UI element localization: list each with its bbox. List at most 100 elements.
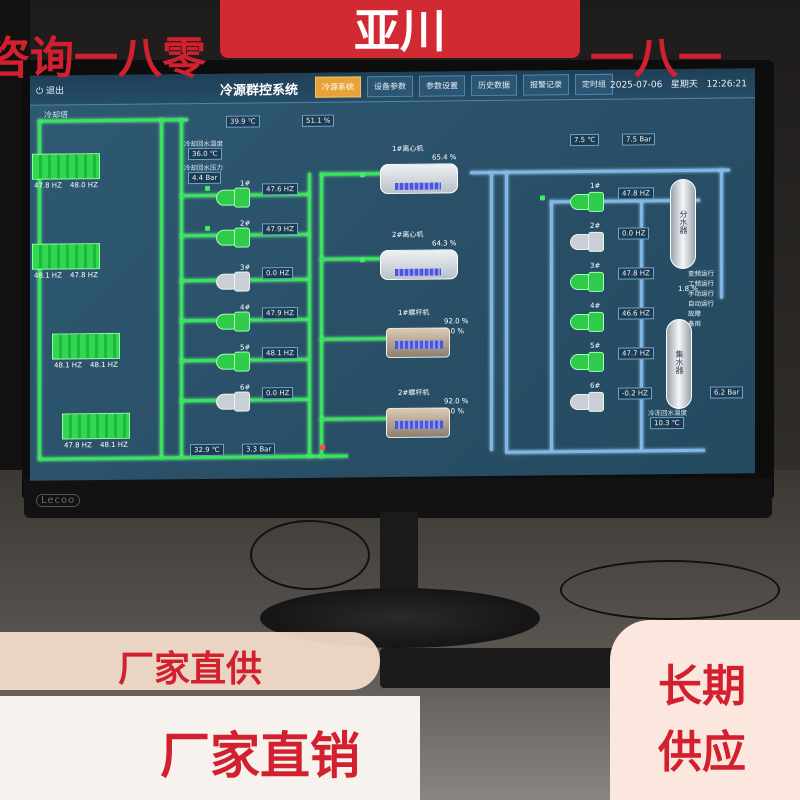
status-led <box>540 195 545 201</box>
pump-freq: 47.8 HZ <box>618 267 654 280</box>
outdoor-humidity: 51.1 % <box>302 114 335 127</box>
pump-name: 1# <box>590 181 601 190</box>
cable <box>560 560 780 620</box>
tower-freq: 47.8 HZ <box>64 441 92 450</box>
chw-supply-temp: 7.5 ℃ <box>570 133 600 147</box>
cooling-pump[interactable] <box>216 225 250 248</box>
status-legend: 变频运行 工频运行 手动运行 自动运行 故障 备用 <box>688 269 714 329</box>
status-led <box>205 225 210 231</box>
pump-freq: 0.0 HZ <box>618 227 650 240</box>
page-title: 冷源群控系统 <box>220 82 299 99</box>
chw-return-temp-label: 冷冻回水温度 <box>648 408 687 418</box>
status-led <box>360 172 365 178</box>
tab-bar: 冷源系统 设备参数 参数设置 历史数据 报警记录 定时组 <box>315 73 613 98</box>
pump-name: 5# <box>590 341 601 350</box>
brand-badge: 亚川 <box>220 0 580 58</box>
chw-pump[interactable] <box>570 270 604 292</box>
chw-pump[interactable] <box>570 230 604 252</box>
cooling-tower[interactable] <box>62 412 130 440</box>
chiller-load: 65.4 % <box>432 153 457 162</box>
chw-return-press: 6.2 Bar <box>710 386 744 399</box>
cooling-pump[interactable] <box>216 309 250 332</box>
tower-freq: 48.0 HZ <box>70 181 98 190</box>
pump-freq: 48.1 HZ <box>262 346 298 360</box>
legend-item: 自动运行 <box>688 299 714 308</box>
tank-label: 分水器 <box>679 209 688 234</box>
legend-item: 工频运行 <box>688 279 714 288</box>
pump-name: 4# <box>590 301 601 310</box>
centrifugal-chiller[interactable] <box>380 249 458 281</box>
chw-supply-press: 7.5 Bar <box>622 133 656 146</box>
pump-name: 3# <box>590 261 601 270</box>
pump-freq: 0.0 HZ <box>262 267 294 280</box>
promo-text-1: 厂家直供 <box>118 649 263 690</box>
pipe <box>38 118 188 123</box>
tab-history[interactable]: 历史数据 <box>471 74 517 97</box>
cooling-tower[interactable] <box>32 243 100 270</box>
chw-pump[interactable] <box>570 350 604 372</box>
outdoor-temp: 39.9 ℃ <box>226 115 260 128</box>
pipe <box>320 337 390 341</box>
chw-return-temp: 10.3 ℃ <box>650 416 684 430</box>
exit-label: 退出 <box>45 86 64 97</box>
cooling-tower[interactable] <box>52 332 120 360</box>
cooling-tower[interactable] <box>32 153 100 180</box>
tab-cold-source[interactable]: 冷源系统 <box>315 76 361 98</box>
cooling-pump[interactable] <box>216 185 250 208</box>
pump-freq: 47.7 HZ <box>618 347 654 360</box>
pump-freq: 47.9 HZ <box>262 306 298 320</box>
cw-supply-press: 3.3 Bar <box>242 443 276 456</box>
watermark-top: 咨询一八零 一八一 <box>0 0 800 84</box>
pump-freq: -0.2 HZ <box>618 387 652 400</box>
pump-freq: 47.6 HZ <box>262 182 298 196</box>
pipe <box>550 200 553 451</box>
cooling-pump[interactable] <box>216 389 250 412</box>
tower-freq: 48.1 HZ <box>34 271 62 280</box>
water-distributor[interactable]: 分水器 <box>670 178 696 270</box>
promo-banner-2: 厂家直销 <box>0 696 420 800</box>
pipe <box>720 168 723 299</box>
cw-return-press-label: 冷却回水压力 <box>184 163 223 173</box>
water-collector[interactable]: 集水器 <box>666 318 692 410</box>
chw-pump[interactable] <box>570 190 604 212</box>
pipe <box>180 118 183 459</box>
cooling-pump[interactable] <box>216 269 250 292</box>
chiller-name: 2#螺杆机 <box>398 388 430 397</box>
legend-item: 备用 <box>688 319 701 328</box>
chiller-load: 64.3 % <box>432 239 457 248</box>
tab-alarms[interactable]: 报警记录 <box>523 74 569 96</box>
alarm-led <box>320 444 325 450</box>
pipe <box>505 170 508 451</box>
chw-pump[interactable] <box>570 310 604 332</box>
promo-text-2: 厂家直销 <box>160 727 360 785</box>
pipe <box>320 417 390 421</box>
chw-pump[interactable] <box>570 390 604 412</box>
promo-banner-1: 厂家直供 <box>0 632 380 690</box>
tab-device-params[interactable]: 设备参数 <box>367 75 413 98</box>
status-led <box>205 185 210 191</box>
tower-freq: 47.8 HZ <box>70 271 98 280</box>
cw-supply-temp: 32.9 ℃ <box>190 443 224 457</box>
pipe <box>470 168 730 175</box>
pump-freq: 47.8 HZ <box>618 187 654 200</box>
pump-name: 2# <box>590 221 601 230</box>
centrifugal-chiller[interactable] <box>380 163 458 195</box>
cw-return-temp: 36.0 ℃ <box>188 147 222 161</box>
cooling-pump[interactable] <box>216 349 250 372</box>
chiller-name: 1#螺杆机 <box>398 308 430 317</box>
promo-text-3a: 长期 <box>658 661 746 712</box>
pump-freq: 46.6 HZ <box>618 307 654 320</box>
pump-freq: 47.9 HZ <box>262 222 298 236</box>
chiller-load: 92.0 % <box>444 317 469 326</box>
cable <box>250 520 370 590</box>
cw-return-temp-label: 冷却回水温度 <box>184 139 223 149</box>
monitor-logo: Lecoo <box>36 494 81 507</box>
pipe <box>160 118 163 459</box>
screw-chiller[interactable] <box>386 327 450 359</box>
watermark-right-text: 一八一 <box>590 33 722 84</box>
tower-freq: 47.8 HZ <box>34 181 62 190</box>
pipe <box>308 172 311 458</box>
pipe <box>505 448 705 454</box>
screw-chiller[interactable] <box>386 407 450 439</box>
tab-param-settings[interactable]: 参数设置 <box>419 75 465 97</box>
